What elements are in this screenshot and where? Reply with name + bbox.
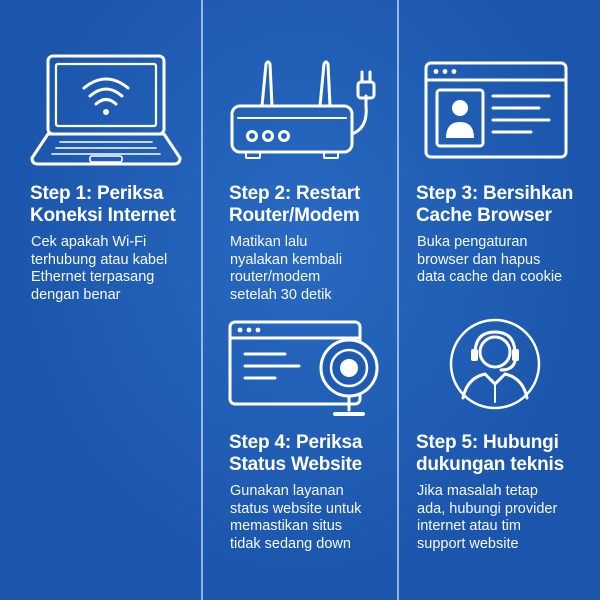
support-agent-icon <box>449 318 541 410</box>
step-1-description: Cek apakah Wi-Fi terhubung atau kabel Et… <box>31 234 168 303</box>
router-icon <box>230 60 376 159</box>
step-1-title: Step 1: Periksa Koneksi Internet <box>30 183 176 226</box>
website-status-icon <box>228 320 379 416</box>
column-divider-2 <box>397 0 399 600</box>
step-2-title: Step 2: Restart Router/Modem <box>229 183 361 226</box>
step-4-title: Step 4: Periksa Status Website <box>229 432 363 475</box>
step-3-description: Buka pengaturan browser dan hapus data c… <box>417 234 563 285</box>
step-4-description: Gunakan layanan status website untuk mem… <box>230 483 362 552</box>
step-5: Step 5: Hubungi dukungan teknis Jika mas… <box>399 300 600 600</box>
step-4: Step 4: Periksa Status Website Gunakan l… <box>203 300 397 600</box>
laptop-wifi-icon <box>30 54 182 166</box>
step-2: Step 2: Restart Router/Modem Matikan lal… <box>203 0 397 303</box>
step-3-title: Step 3: Bersihkan Cache Browser <box>416 183 574 226</box>
step-5-title: Step 5: Hubungi dukungan teknis <box>416 432 564 475</box>
step-3: Step 3: Bersihkan Cache Browser Buka pen… <box>399 0 600 300</box>
step-1: Step 1: Periksa Koneksi Internet Cek apa… <box>0 0 200 303</box>
step-5-description: Jika masalah tetap ada, hubungi provider… <box>417 483 558 552</box>
column-divider-1 <box>201 0 203 600</box>
browser-profile-icon <box>424 61 568 159</box>
step-2-description: Matikan lalu nyalakan kembali router/mod… <box>230 234 343 303</box>
